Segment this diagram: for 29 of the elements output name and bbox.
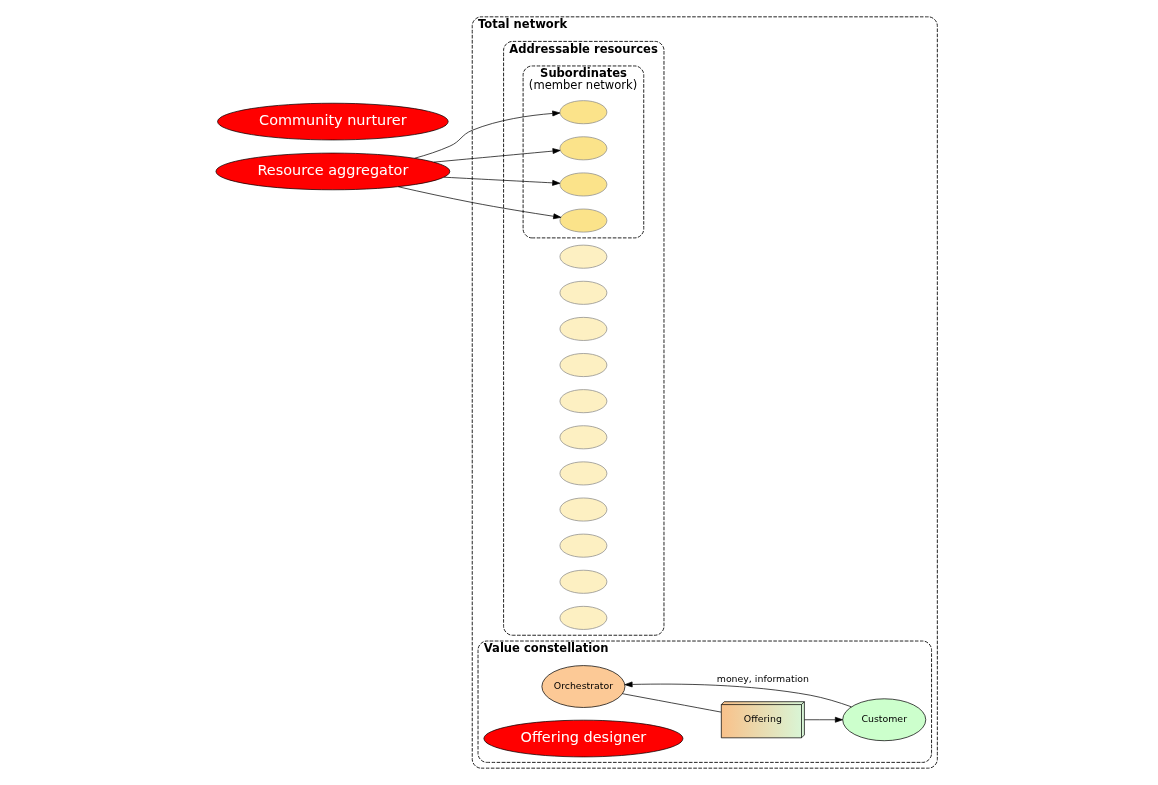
node-ellipse [559, 244, 607, 269]
node-ellipse [559, 497, 607, 522]
node-ellipse [559, 425, 607, 450]
node-ellipse [559, 533, 607, 558]
node-ellipse [559, 208, 607, 233]
node-ellipse [559, 606, 607, 630]
node-ellipse [559, 172, 607, 197]
node-ellipse: Resource aggregator [215, 152, 450, 191]
node-ellipse: Customer [841, 698, 926, 742]
node-ellipse: Orchestrator [541, 665, 625, 708]
connector [621, 693, 721, 713]
node-ellipse [559, 280, 607, 305]
node-ellipse [559, 317, 607, 341]
cluster: Subordinates (member network) [522, 65, 644, 239]
node-ellipse [559, 353, 607, 377]
node-ellipse: Offering designer [483, 719, 683, 758]
edge-label: money, information [716, 673, 809, 685]
node-ellipse [559, 569, 607, 594]
arrow [413, 110, 560, 159]
node-ellipse [559, 461, 607, 486]
arrow [432, 148, 560, 163]
arrow [397, 186, 561, 220]
node-ellipse [559, 100, 607, 125]
arrow [803, 716, 843, 723]
arrow [443, 176, 560, 186]
node-ellipse [559, 389, 607, 414]
node-ellipse: Community nurturer [216, 102, 449, 141]
node-ellipse [559, 136, 607, 161]
arrow [624, 681, 852, 708]
